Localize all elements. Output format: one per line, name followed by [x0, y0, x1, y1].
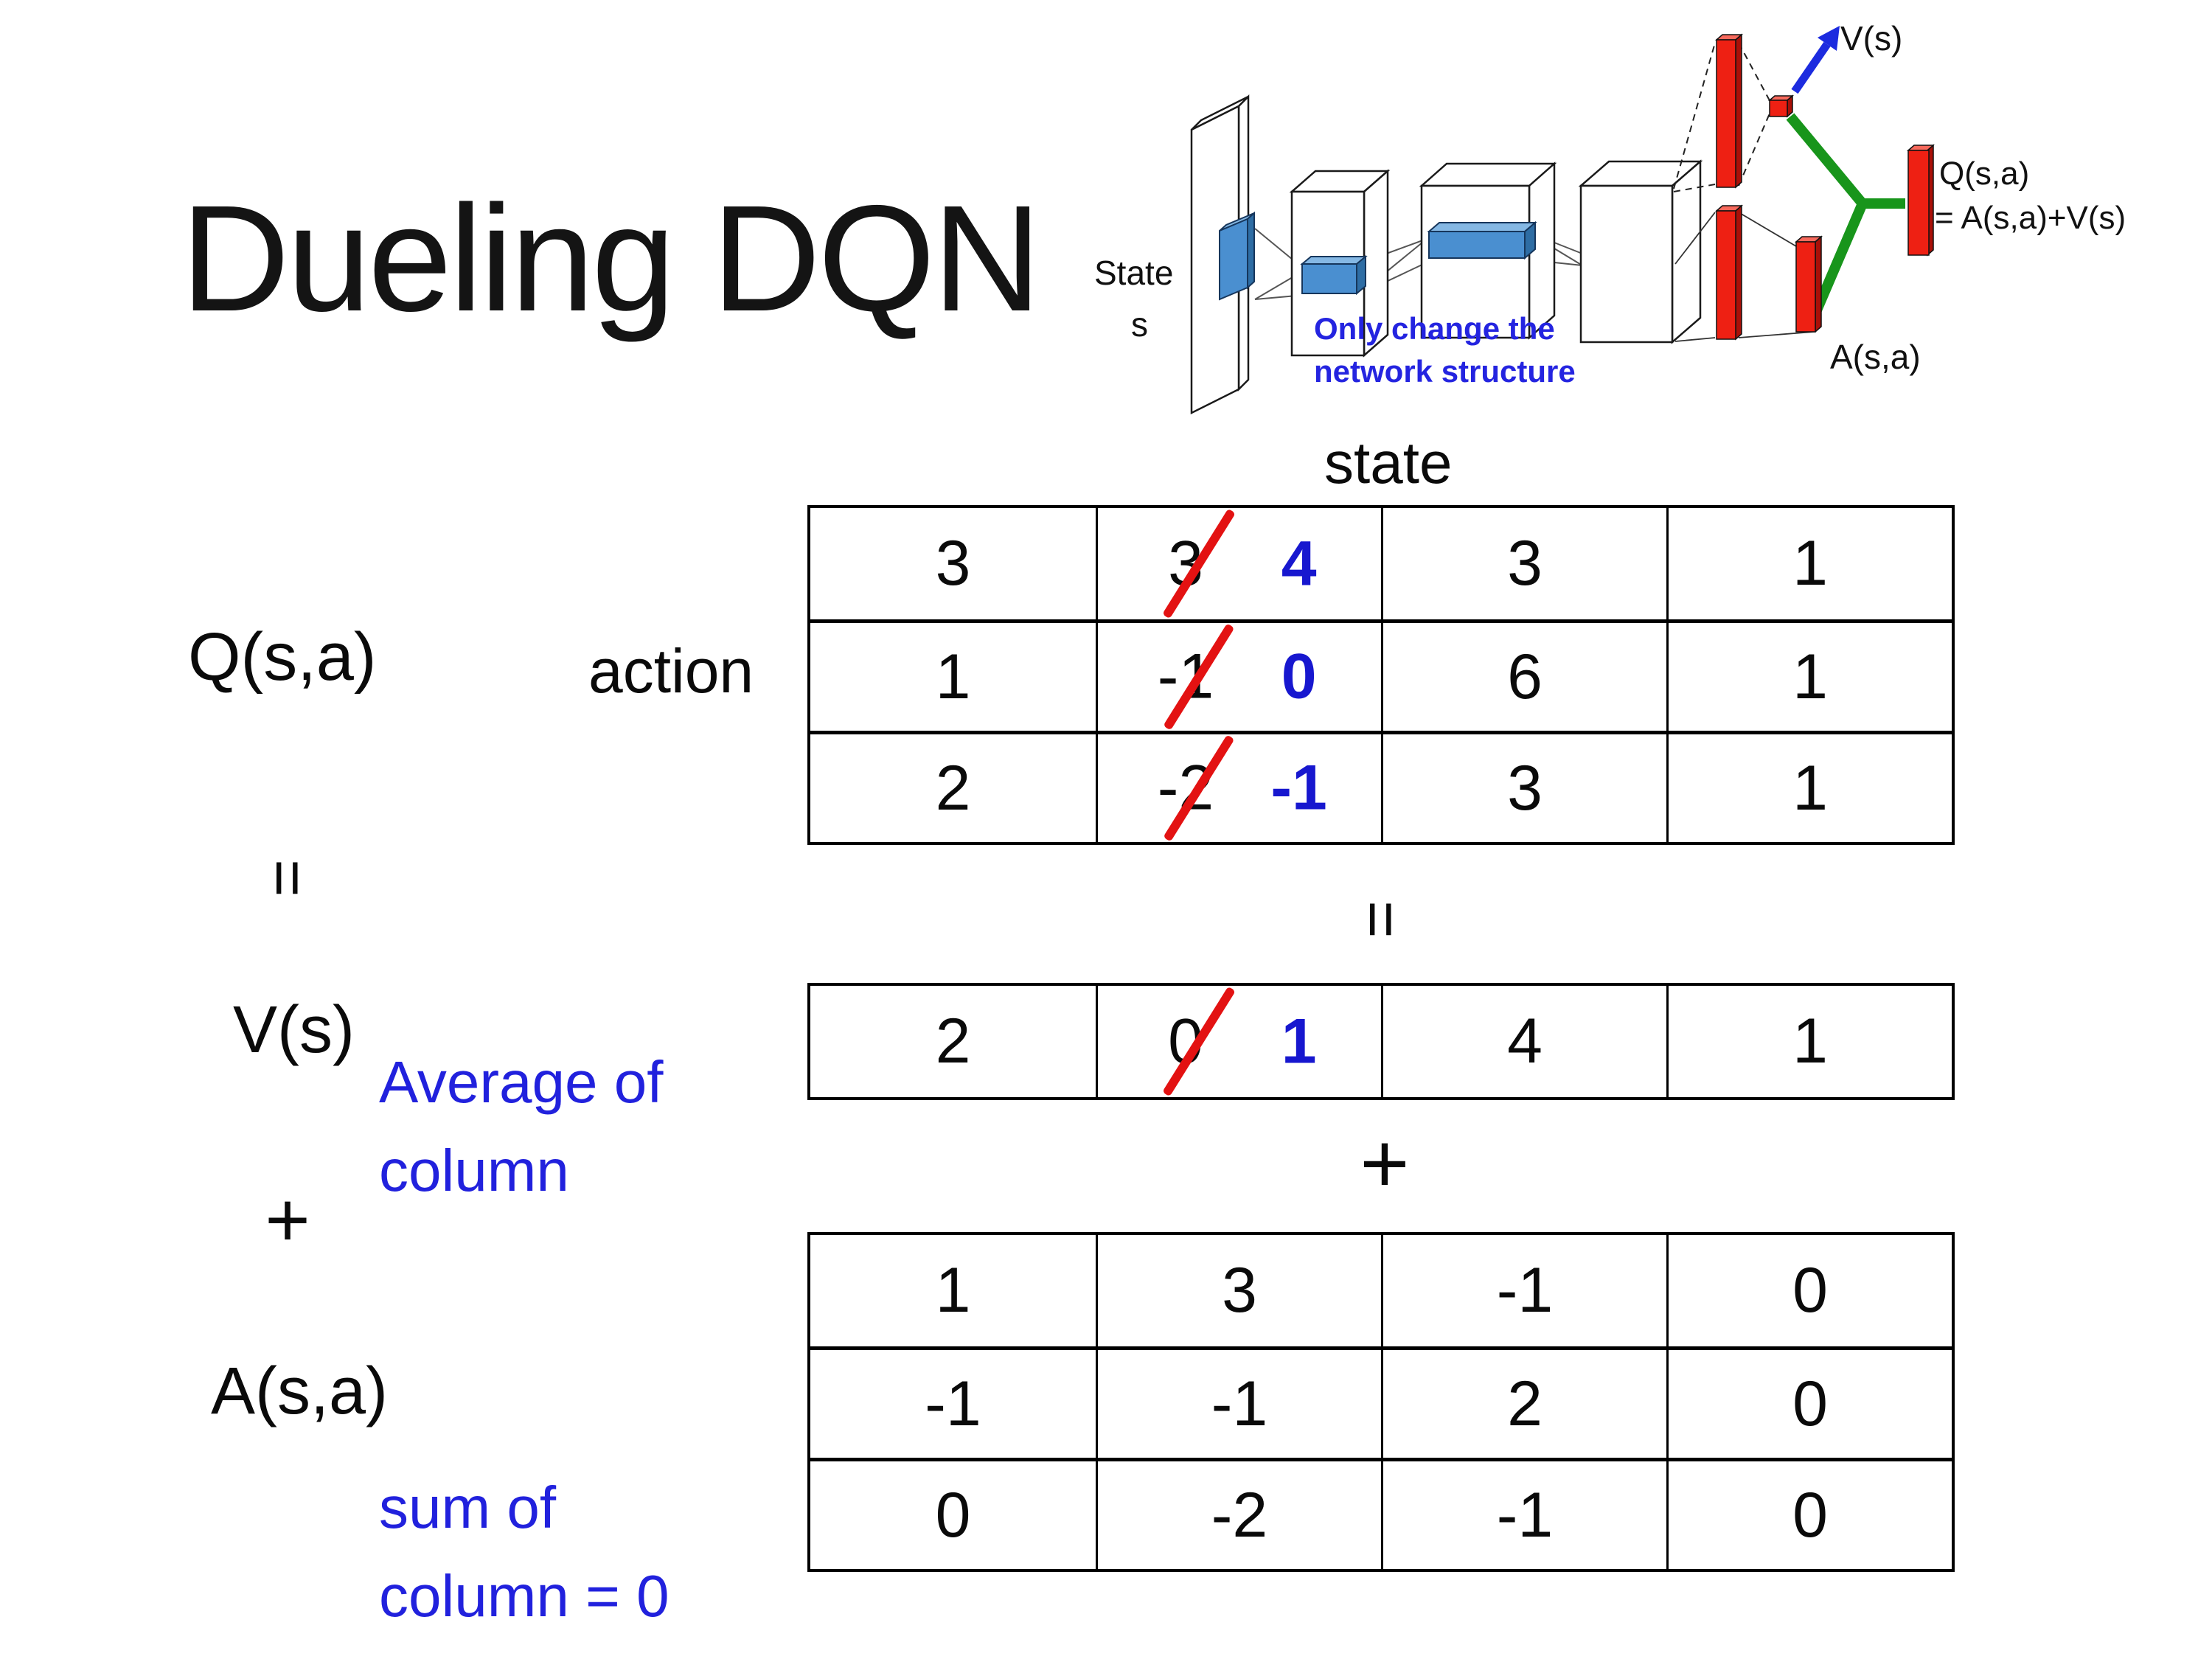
new-value: 1 — [1281, 1006, 1317, 1077]
diagram-note-line1: Only change the — [1314, 311, 1555, 346]
q-cell-r2c2: 3 — [1381, 731, 1666, 842]
q-matrix-label: Q(s,a) — [188, 619, 377, 695]
average-note-line1: Average of — [379, 1049, 664, 1115]
conv-block-2 — [1419, 161, 1557, 340]
v-output-arrow-icon — [1791, 26, 1840, 94]
q-cell-r0c1-crossed: 3 4 — [1096, 508, 1381, 619]
equals-left: = — [251, 859, 324, 897]
diagram-state-label-line1: State — [1094, 254, 1173, 292]
sum-note-line1: sum of — [379, 1475, 557, 1540]
a-cell-r2c0: 0 — [810, 1458, 1096, 1569]
diagram-note-line2: network structure — [1314, 354, 1576, 389]
diagram-v-label: V(s) — [1840, 19, 1902, 58]
q-cell-r1c3: 1 — [1666, 619, 1952, 731]
v-cell-c1-crossed: 0 1 — [1096, 986, 1381, 1097]
a-cell-r0c0: 1 — [935, 1255, 971, 1326]
q-cell-r2c1-crossed: -2 -1 — [1096, 731, 1381, 842]
v-cell-c0: 2 — [935, 1006, 971, 1077]
advantage-stream-lines — [1674, 212, 1815, 342]
action-axis-label: action — [588, 636, 754, 706]
a-cell-r0c2: -1 — [1381, 1235, 1666, 1346]
v-cell-c3: 1 — [1666, 986, 1952, 1097]
q-cell-r1c1-crossed: -1 0 — [1096, 619, 1381, 731]
a-cell-r2c1: -2 — [1096, 1458, 1381, 1569]
equals-center: = — [1345, 900, 1418, 939]
diagram-state-label-line2: s — [1131, 305, 1148, 344]
a-matrix-label: A(s,a) — [211, 1354, 389, 1428]
v-cell-c2: 4 — [1381, 986, 1666, 1097]
a-cell-r1c0: -1 — [810, 1346, 1096, 1458]
q-cell-r0c3: 1 — [1666, 508, 1952, 619]
q-cell-r2c3: 1 — [1666, 731, 1952, 842]
plus-center: + — [1360, 1116, 1410, 1211]
sum-of-column-note: sum of column = 0 — [379, 1464, 669, 1641]
diagram-q-label-line2: = A(s,a)+V(s) — [1935, 200, 2126, 236]
new-value: 4 — [1281, 528, 1317, 599]
v-value-table: 2 0 1 4 1 — [807, 983, 1955, 1100]
feature-map-2 — [1427, 220, 1537, 260]
v-matrix-label: V(s) — [233, 993, 355, 1067]
a-cell-r1c3: 0 — [1666, 1346, 1952, 1458]
average-of-column-note: Average of column — [379, 1038, 663, 1215]
dueling-network-diagram: State s V(s) Q(s,a) = A(s,a)+V(s) A(s,a)… — [1094, 19, 2126, 415]
diagram-q-label-line1: Q(s,a) — [1939, 156, 2029, 192]
q-cell-r2c0: 2 — [810, 731, 1096, 842]
q-cell-r0c0: 3 — [935, 528, 971, 599]
value-stream-dashed-lines — [1673, 42, 1772, 192]
q-cell-r1c0: 1 — [810, 619, 1096, 731]
a-cell-r2c3: 0 — [1666, 1458, 1952, 1569]
diagram-a-label: A(s,a) — [1830, 338, 1921, 376]
feature-map-1 — [1300, 254, 1368, 296]
merge-y-connector — [1786, 113, 1905, 330]
a-cell-r1c1: -1 — [1096, 1346, 1381, 1458]
a-cell-r2c2: -1 — [1381, 1458, 1666, 1569]
new-value: -1 — [1270, 752, 1327, 824]
plus-left: + — [265, 1177, 310, 1263]
q-value-table: 3 3 4 3 1 1 -1 0 6 1 2 -2 -1 3 1 — [807, 505, 1955, 845]
input-feature-patch — [1219, 211, 1255, 301]
conv-block-3 — [1578, 159, 1703, 344]
a-value-table: 1 3 -1 0 -1 -1 2 0 0 -2 -1 0 — [807, 1232, 1955, 1572]
a-cell-r1c2: 2 — [1381, 1346, 1666, 1458]
state-axis-label: state — [1324, 430, 1453, 495]
q-cell-r0c2: 3 — [1381, 508, 1666, 619]
fc-bars — [1715, 33, 1935, 341]
a-cell-r0c3: 0 — [1666, 1235, 1952, 1346]
a-cell-r0c1: 3 — [1096, 1235, 1381, 1346]
q-cell-r1c2: 6 — [1381, 619, 1666, 731]
new-value: 0 — [1281, 641, 1317, 712]
sum-note-line2: column = 0 — [379, 1563, 669, 1629]
average-note-line2: column — [379, 1138, 569, 1203]
slide-title: Dueling DQN — [181, 174, 1042, 343]
